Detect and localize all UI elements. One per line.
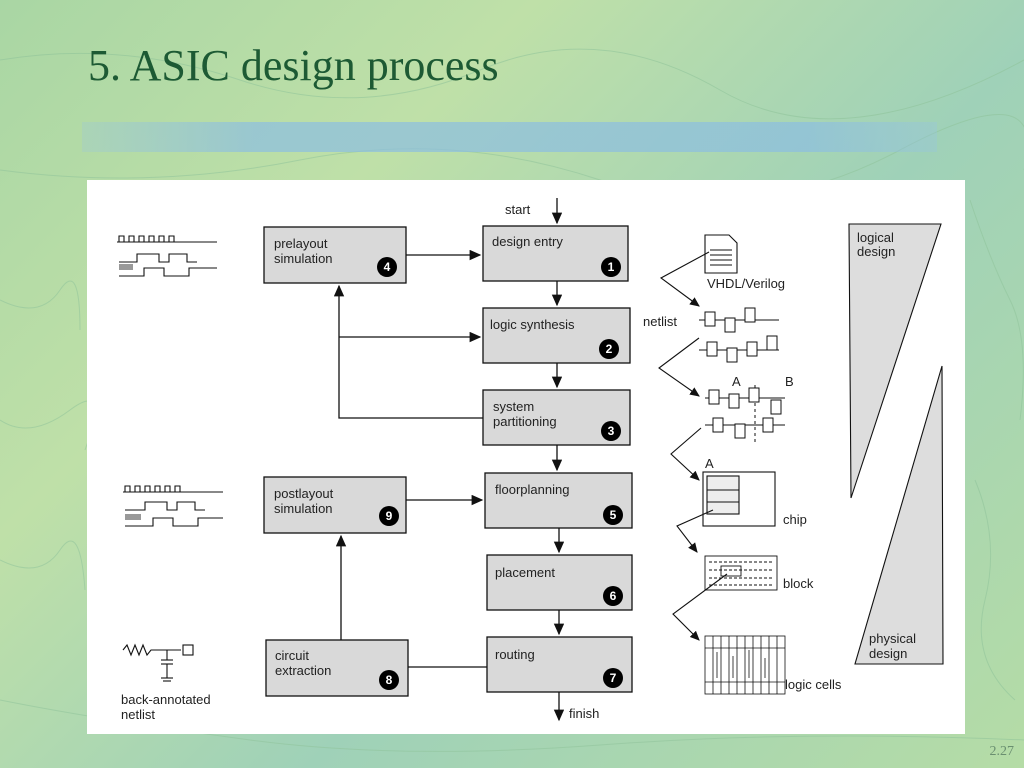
badge-1 <box>601 257 621 277</box>
postlayout-waveform-icon <box>123 485 223 527</box>
finish-label: finish <box>569 706 599 721</box>
badge-9-text: 9 <box>386 509 393 523</box>
postlayout-label-1: postlayout <box>274 486 334 501</box>
physical-label-1: physical <box>869 631 916 646</box>
prelayout-waveform-icon <box>117 235 217 277</box>
chip-icon <box>702 471 776 527</box>
chip-label: chip <box>783 512 807 527</box>
badge-8-text: 8 <box>386 673 393 687</box>
back-annotated-label-1: back-annotated <box>121 692 211 707</box>
block-icon <box>704 555 778 591</box>
badge-9 <box>379 506 399 526</box>
flow-arrows <box>333 198 565 722</box>
badge-7-text: 7 <box>610 671 617 685</box>
badge-3-text: 3 <box>608 424 615 438</box>
badge-2 <box>599 339 619 359</box>
badge-3 <box>601 421 621 441</box>
refinement-arrows <box>658 251 728 641</box>
badge-5-text: 5 <box>610 508 617 522</box>
placement-label: placement <box>495 565 555 580</box>
slide-number: 2.27 <box>989 744 1015 759</box>
hdl-label: VHDL/Verilog <box>707 276 785 291</box>
badge-5 <box>603 505 623 525</box>
circuit-extraction-label-1: circuit <box>275 648 309 663</box>
partition-b-label: B <box>785 374 794 389</box>
badge-6 <box>603 586 623 606</box>
logical-design-triangle <box>848 223 942 499</box>
design-entry-label: design entry <box>492 234 563 249</box>
routing-label: routing <box>495 647 535 662</box>
asic-flow-diagram: design entry logic synthesis system part… <box>87 180 965 734</box>
prelayout-label-1: prelayout <box>274 236 328 251</box>
badge-4-text: 4 <box>384 260 391 274</box>
logic-cells-icon <box>704 635 786 695</box>
slide-title: 5. ASIC design process <box>88 41 499 90</box>
logic-cells-label: logic cells <box>785 677 842 692</box>
partitioned-netlist-icon <box>705 385 785 445</box>
badge-1-text: 1 <box>608 260 615 274</box>
block-label: block <box>783 576 814 591</box>
physical-design-triangle <box>854 365 944 665</box>
title-underline-bar <box>82 122 937 152</box>
badge-6-text: 6 <box>610 589 617 603</box>
badge-7 <box>603 668 623 688</box>
chip-a-label: A <box>705 456 714 471</box>
system-partitioning-label-1: system <box>493 399 534 414</box>
step-box-postlayout-simulation <box>263 476 407 534</box>
floorplanning-label: floorplanning <box>495 482 569 497</box>
logical-label-1: logical <box>857 230 894 245</box>
prelayout-label-2: simulation <box>274 251 333 266</box>
logical-label-2: design <box>857 244 895 259</box>
netlist-label: netlist <box>643 314 677 329</box>
back-annotated-label-2: netlist <box>121 707 155 722</box>
rc-netlist-icon <box>122 643 194 682</box>
document-icon <box>704 234 738 274</box>
postlayout-label-2: simulation <box>274 501 333 516</box>
circuit-extraction-label-2: extraction <box>275 663 331 678</box>
start-label: start <box>505 202 531 217</box>
netlist-icon <box>699 307 779 363</box>
physical-label-2: design <box>869 646 907 661</box>
badge-2-text: 2 <box>606 342 613 356</box>
badge-4 <box>377 257 397 277</box>
logic-synthesis-label: logic synthesis <box>490 317 575 332</box>
badge-8 <box>379 670 399 690</box>
partition-a-label: A <box>732 374 741 389</box>
system-partitioning-label-2: partitioning <box>493 414 557 429</box>
